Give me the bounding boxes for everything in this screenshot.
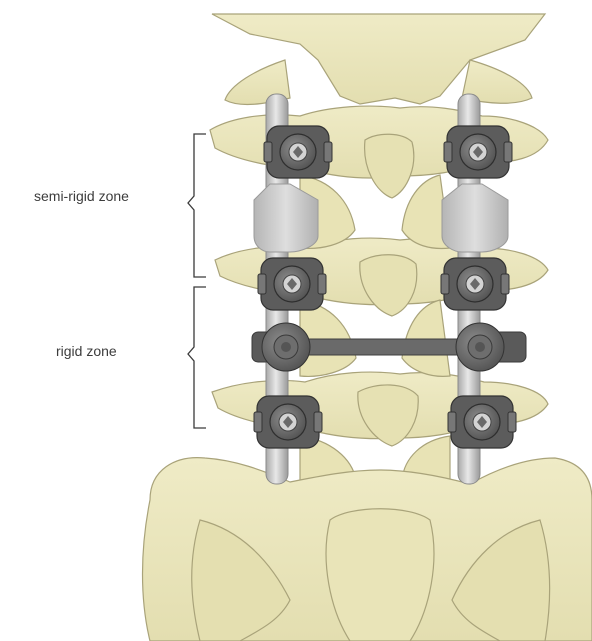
- screw-head-left-1-slot-right: [324, 142, 332, 162]
- cross-connector: [252, 323, 526, 371]
- screw-head-left-2-slot-right: [318, 274, 326, 294]
- screw-head-right-2-slot-right: [501, 274, 509, 294]
- screw-head-right-3-slot-right: [508, 412, 516, 432]
- left-dynamic-spacer: [254, 184, 318, 252]
- screw-head-left-3-slot-left: [254, 412, 262, 432]
- screw-head-left-2: [258, 258, 326, 310]
- semi-rigid-zone-label: semi-rigid zone: [34, 188, 129, 204]
- screw-head-right-1: [444, 126, 512, 178]
- spinous-process-1: [365, 134, 414, 198]
- screw-head-left-3-slot-right: [314, 412, 322, 432]
- spinous-process-2: [360, 255, 417, 316]
- cross-connector-nut-left-hub: [281, 342, 291, 352]
- rigid-zone-label: rigid zone: [56, 343, 117, 359]
- cross-connector-nut-right-hub: [475, 342, 485, 352]
- right-dynamic-spacer: [442, 184, 508, 252]
- screw-head-left-2-slot-left: [258, 274, 266, 294]
- zone-brackets: [188, 134, 206, 428]
- screw-head-left-3: [254, 396, 322, 448]
- screw-head-right-2-slot-left: [441, 274, 449, 294]
- screw-head-right-1-slot-right: [504, 142, 512, 162]
- screw-head-right-3: [448, 396, 516, 448]
- screw-head-right-2: [441, 258, 509, 310]
- semi-rigid-zone-bracket: [188, 134, 206, 277]
- screw-head-right-3-slot-left: [448, 412, 456, 432]
- vertebral-column: [143, 14, 592, 641]
- screw-head-right-1-slot-left: [444, 142, 452, 162]
- rigid-zone-bracket: [188, 287, 206, 428]
- screw-head-left-1-slot-left: [264, 142, 272, 162]
- sacrum-center: [326, 509, 434, 641]
- vertebral-body-3b: [402, 300, 450, 376]
- screw-head-left-1: [264, 126, 332, 178]
